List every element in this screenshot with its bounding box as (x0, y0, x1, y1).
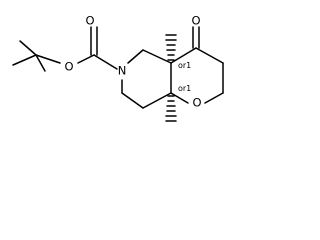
hashed-bond-lower (165, 95, 177, 122)
bond-c4-to-c3 (195, 47, 224, 64)
ring-nitrogen-label: N (118, 64, 127, 78)
chemical-structure: O O N O O or1 or1 (12, 14, 224, 122)
bond-c5-to-c4a (142, 49, 172, 64)
hashed-bond-upper (165, 34, 177, 61)
ketone-oxygen-label: O (191, 14, 200, 28)
ring-oxygen-label: O (192, 96, 201, 110)
bond-carbonyl-to-nitrogen (93, 54, 118, 70)
stereo-label-upper: or1 (178, 61, 191, 70)
bond-tbu-methyl-right (35, 54, 46, 72)
bond-n-to-c5 (127, 49, 144, 64)
bond-c8a-to-c8 (142, 92, 172, 109)
bond-tbu-to-ester-oxygen (35, 54, 61, 64)
carbonyl-oxygen-label: O (85, 14, 94, 28)
bond-ring-oxygen-to-c8a (170, 92, 189, 104)
bond-c4a-to-c4 (170, 47, 197, 64)
bond-ester-oxygen-to-carbonyl (77, 54, 95, 64)
bond-c8-to-c7 (121, 92, 144, 109)
bond-tbu-methyl-left (12, 54, 37, 66)
ester-oxygen-label: O (64, 60, 73, 74)
stereo-label-lower: or1 (178, 84, 191, 93)
bond-c2-to-ring-oxygen (204, 92, 224, 104)
bond-tbu-methyl-top (19, 40, 37, 56)
